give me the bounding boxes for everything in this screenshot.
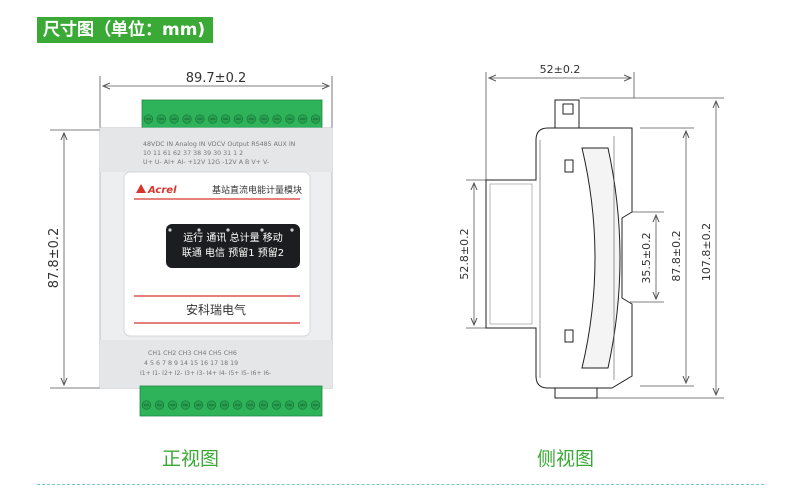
front-view: 89.7±0.2 87.8±0.2 48VDC IN Analog IN VDC… <box>47 71 333 417</box>
bottom-terminal-labels-3: I1+ I1- I2+ I2- I3+ I3- I4+ I4- I5+ I5- … <box>140 370 271 377</box>
side-right-label: 107.8±0.2 <box>700 223 713 281</box>
side-view: 52±0.2 52.8±0.2 35.5±0.2 87.8±0.2 10 <box>458 63 724 399</box>
indicator-panel <box>166 224 300 268</box>
side-top-label: 52±0.2 <box>540 63 581 76</box>
front-height-label: 87.8±0.2 <box>47 228 62 289</box>
svg-text:Acrel: Acrel <box>147 185 177 196</box>
front-height-dimension <box>50 129 100 389</box>
product-name: 基站直流电能计量模块 <box>212 184 302 196</box>
side-inner-label: 35.5±0.2 <box>640 232 653 283</box>
acrel-logo: Acrel <box>136 184 177 196</box>
indicator-labels-2: 联通 电信 预留1 预留2 <box>182 246 284 259</box>
side-inner-dimension <box>630 211 664 303</box>
front-width-label: 89.7±0.2 <box>186 71 247 86</box>
bottom-terminal-labels-2: 4 5 6 7 8 9 14 15 16 17 18 19 <box>144 360 238 367</box>
side-mid-dimension <box>640 127 694 387</box>
indicator-leds <box>168 228 294 232</box>
bottom-terminal-block <box>139 385 323 417</box>
top-terminal-labels-1: 48VDC IN Analog IN VDCV Output RS485 AUX… <box>143 141 296 148</box>
bottom-divider <box>37 484 764 485</box>
side-top-dimension <box>485 72 635 180</box>
bottom-terminal-labels-1: CH1 CH2 CH3 CH4 CH5 CH6 <box>148 350 237 357</box>
top-terminal-labels-2: 10 11 61 62 37 38 39 30 31 1 2 <box>143 150 243 157</box>
company-name: 安科瑞电气 <box>186 302 246 317</box>
front-view-caption: 正视图 <box>162 448 220 470</box>
side-body <box>485 99 633 399</box>
front-width-dimension <box>99 76 333 128</box>
side-right-dimension <box>580 97 724 399</box>
page-title: 尺寸图（单位：mm) <box>37 17 214 43</box>
top-terminal-block <box>141 99 323 133</box>
top-terminal-labels-3: U+ U- AI+ AI- +12V 12G -12V A B V+ V- <box>143 159 269 166</box>
side-view-caption: 侧视图 <box>537 448 595 470</box>
indicator-labels-1: 运行 通讯 总计量 移动 <box>183 231 283 244</box>
side-mid-label: 87.8±0.2 <box>670 230 683 281</box>
side-left-label: 52.8±0.2 <box>458 228 471 279</box>
